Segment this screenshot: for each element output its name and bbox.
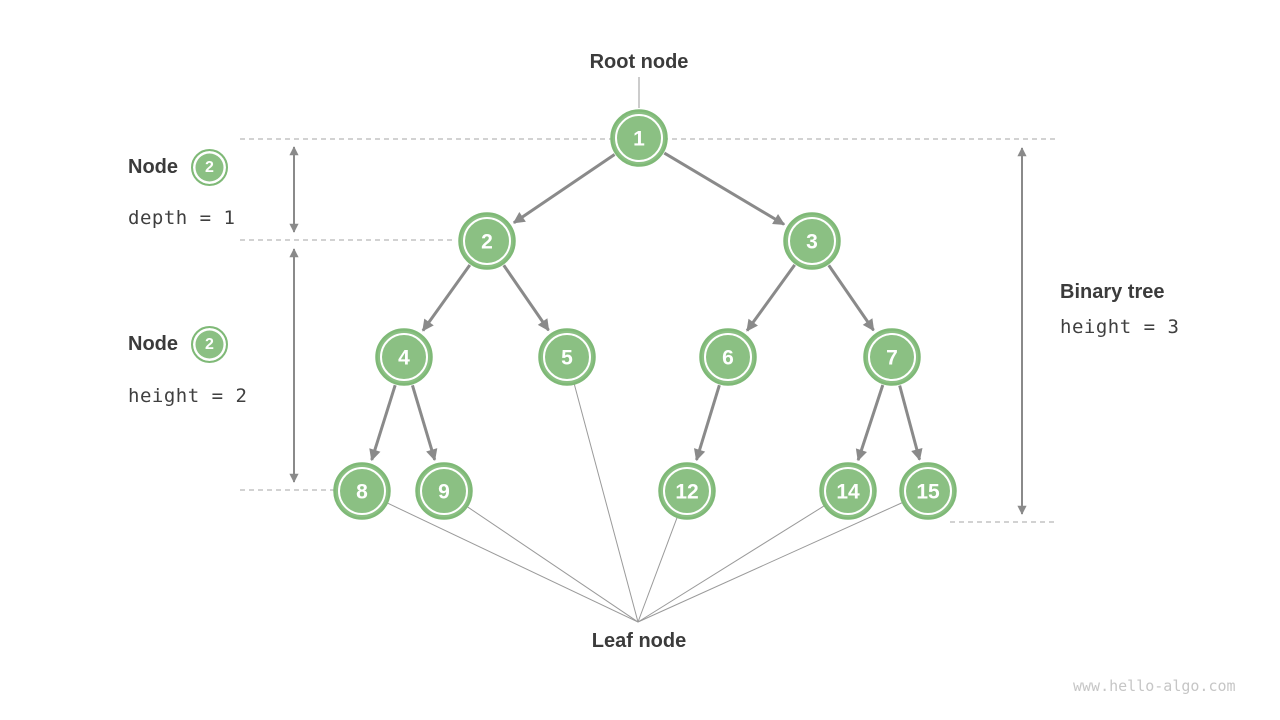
tree-edges: [369, 151, 923, 462]
leaf-node-label: Leaf node: [591, 630, 687, 652]
svg-text:1: 1: [633, 128, 645, 151]
legend-node-depth-title: Node: [128, 156, 178, 178]
svg-text:9: 9: [438, 481, 450, 504]
node-height-caption: height = 2: [128, 385, 248, 407]
legend-node-depth: Node 2: [128, 149, 228, 186]
binary-tree-label: Binary tree: [1060, 281, 1165, 303]
tree-node-1: 1: [610, 109, 668, 167]
tree-node-5: 5: [538, 328, 596, 386]
measurement-arrows: [289, 146, 1027, 515]
svg-text:12: 12: [675, 481, 698, 504]
tree-node-2: 2: [458, 212, 516, 270]
tree-node-4: 4: [375, 328, 433, 386]
legend-node-height-title: Node: [128, 333, 178, 355]
legend-node-height: Node 2: [128, 326, 228, 363]
tree-height-caption: height = 3: [1060, 316, 1180, 338]
tree-node-7: 7: [863, 328, 921, 386]
tree-node-14: 14: [819, 462, 877, 520]
tree-node-15: 15: [899, 462, 957, 520]
legend-node-depth-badge: 2: [191, 149, 228, 186]
svg-text:8: 8: [356, 481, 368, 504]
depth-caption: depth = 1: [128, 207, 236, 229]
svg-text:14: 14: [836, 481, 860, 504]
svg-text:2: 2: [481, 231, 493, 254]
leaf-pointer-lines: [387, 77, 903, 623]
tree-node-3: 3: [783, 212, 841, 270]
svg-text:6: 6: [722, 347, 734, 370]
svg-text:7: 7: [886, 347, 898, 370]
svg-text:4: 4: [398, 347, 410, 370]
tree-node-6: 6: [699, 328, 757, 386]
tree-node-12: 12: [658, 462, 716, 520]
tree-node-9: 9: [415, 462, 473, 520]
watermark: www.hello-algo.com: [1073, 677, 1236, 695]
legend-node-height-badge: 2: [191, 326, 228, 363]
root-node-label: Root node: [589, 51, 689, 73]
svg-text:15: 15: [916, 481, 940, 504]
tree-node-8: 8: [333, 462, 391, 520]
svg-text:5: 5: [561, 347, 573, 370]
svg-text:3: 3: [806, 231, 818, 254]
